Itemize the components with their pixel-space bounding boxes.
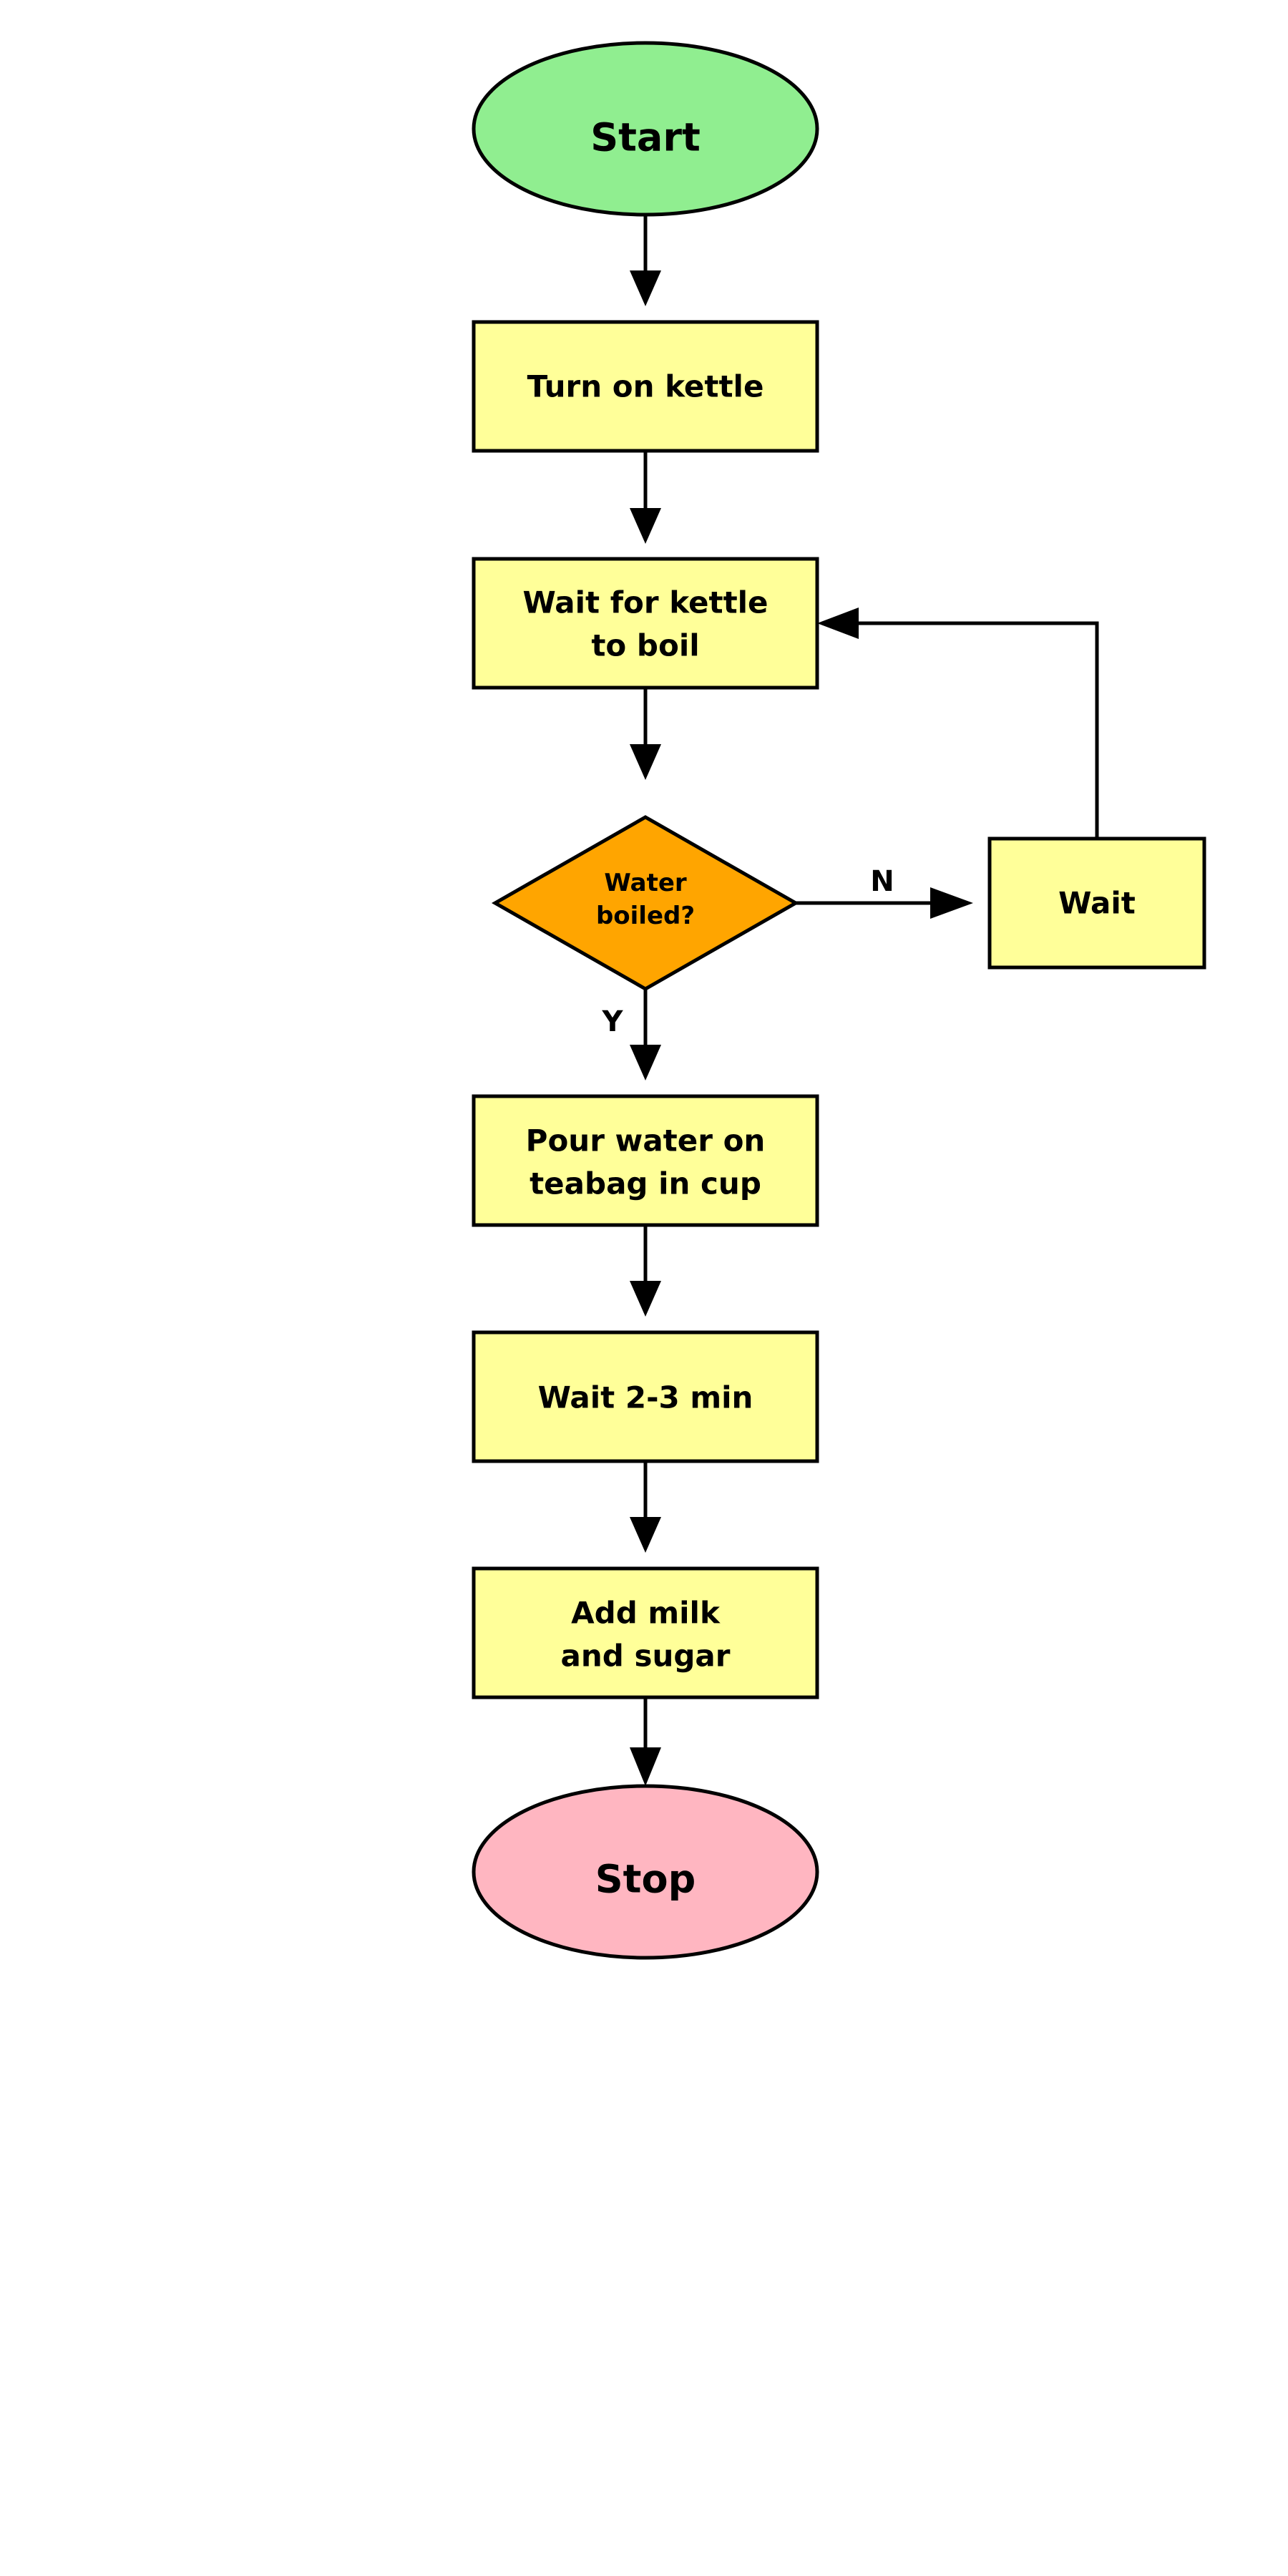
- stop-label: Stop: [595, 1857, 696, 1902]
- wait-for-kettle-box: [472, 557, 819, 690]
- pour-water-box: [472, 1094, 819, 1227]
- arrowhead-turn-on-to-wait-boil: [630, 508, 661, 544]
- start-ellipse: [472, 41, 819, 217]
- add-milk-label-line-1: Add milk: [571, 1596, 721, 1631]
- node-start: Start: [472, 41, 819, 217]
- wait-for-kettle-label-line-1: Wait for kettle: [522, 585, 768, 620]
- pour-water-label-line-1: Pour water on: [526, 1123, 766, 1158]
- water-boiled-label-line-2: boiled?: [596, 902, 695, 930]
- edge-label-yes: Y: [602, 1005, 624, 1038]
- arrowhead-wait-min-to-add-milk: [630, 1517, 661, 1553]
- arrowhead-add-milk-to-stop: [630, 1747, 661, 1786]
- node-stop: Stop: [472, 1784, 819, 1960]
- arrowhead-wait-boil-to-decision: [630, 744, 661, 780]
- add-milk-box: [472, 1566, 819, 1699]
- arrowhead-wait-loop-back: [817, 608, 859, 639]
- edges: [630, 215, 1099, 1786]
- node-pour-water: Pour water on teabag in cup: [472, 1094, 819, 1227]
- node-turn-on-kettle: Turn on kettle: [472, 320, 819, 453]
- stop-ellipse: [472, 1784, 819, 1960]
- wait-box: [987, 836, 1206, 970]
- node-add-milk-and-sugar: Add milk and sugar: [472, 1566, 819, 1699]
- arrowhead-decision-to-pour: [630, 1045, 661, 1080]
- turn-on-kettle-label: Turn on kettle: [527, 369, 764, 404]
- node-wait-for-kettle: Wait for kettle to boil: [472, 557, 819, 690]
- edge-label-no: N: [870, 865, 894, 898]
- wait-2-3-min-label: Wait 2-3 min: [538, 1380, 753, 1415]
- water-boiled-diamond: [491, 815, 800, 991]
- node-water-boiled-decision: Water boiled?: [491, 815, 800, 991]
- add-milk-label-line-2: and sugar: [561, 1639, 731, 1674]
- pour-water-label-line-2: teabag in cup: [530, 1166, 761, 1201]
- wait-label: Wait: [1058, 886, 1136, 921]
- arrowhead-start-to-turn-on: [630, 270, 661, 306]
- water-boiled-label-line-1: Water: [604, 869, 687, 897]
- wait-2-3-min-box: [472, 1330, 819, 1463]
- turn-on-kettle-box: [472, 320, 819, 453]
- node-wait-2-3-min: Wait 2-3 min: [472, 1330, 819, 1463]
- edge-wait-loop-back: [852, 621, 1099, 839]
- wait-for-kettle-label-line-2: to boil: [591, 628, 699, 663]
- start-label: Start: [590, 115, 701, 160]
- arrowhead-pour-to-wait-min: [630, 1281, 661, 1317]
- arrowhead-decision-to-wait: [930, 887, 973, 919]
- node-wait: Wait: [987, 836, 1206, 970]
